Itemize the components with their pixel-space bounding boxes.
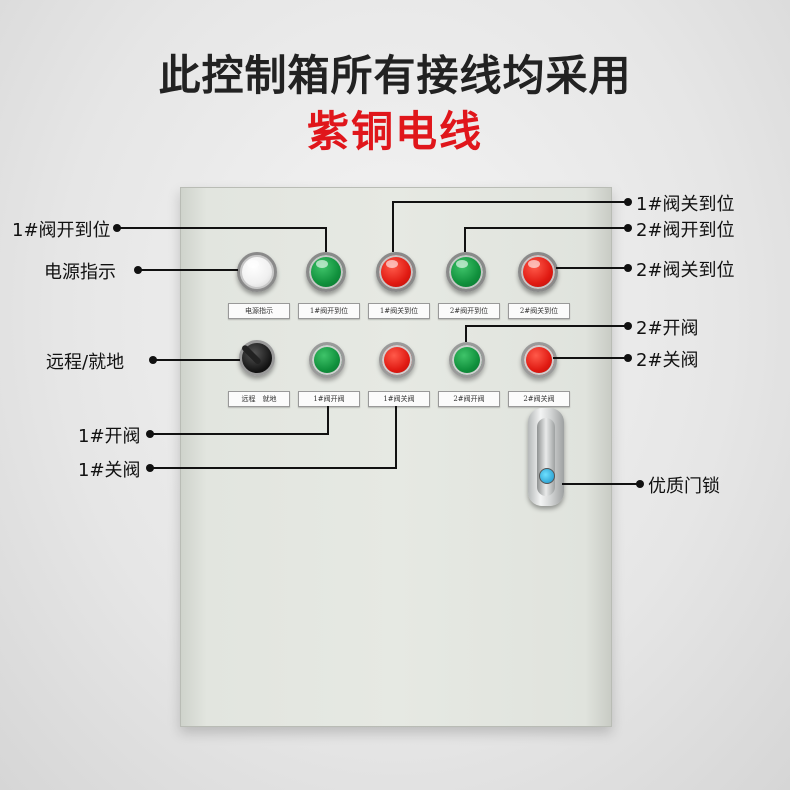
leader-valve2-open-position (464, 227, 628, 252)
leader-valve1-open-position (117, 227, 327, 252)
valve1-open-button[interactable] (309, 342, 345, 378)
valve1-close-button[interactable] (379, 342, 415, 378)
leader-dot (146, 430, 154, 438)
tag-valve2-open-position: 2#阀开到位 (438, 303, 500, 319)
leader-dot (624, 354, 632, 362)
leader-valve1-close (150, 406, 397, 469)
tag-remote-local: 远程 就地 (228, 391, 290, 407)
valve1-close-position-lamp (376, 252, 416, 292)
valve2-open-position-lamp (446, 252, 486, 292)
leader-valve1-close-position (392, 201, 628, 252)
tag-valve2-close: 2#阀关阀 (508, 391, 570, 407)
leader-dot (134, 266, 142, 274)
tag-valve2-open: 2#阀开阀 (438, 391, 500, 407)
callout-valve2-close-position: 2#阀关到位 (636, 260, 735, 281)
leader-dot (624, 198, 632, 206)
leader-dot (624, 224, 632, 232)
headline-line2: 紫铜电线 (306, 107, 483, 156)
leader-dot (636, 480, 644, 488)
callout-power: 电源指示 (44, 262, 116, 283)
lock-key-icon (539, 468, 555, 484)
callout-lock: 优质门锁 (648, 476, 720, 497)
valve2-close-position-lamp (518, 252, 558, 292)
headline-line1: 此控制箱所有接线均采用 (158, 51, 632, 100)
callout-valve2-close: 2#关阀 (636, 350, 699, 371)
leader-dot (146, 464, 154, 472)
power-indicator-lamp (237, 252, 277, 292)
leader-valve1-open (150, 406, 329, 435)
callout-valve2-open-position: 2#阀开到位 (636, 220, 735, 241)
callout-valve2-open: 2#开阀 (636, 318, 699, 339)
callout-valve1-close: 1#关阀 (78, 460, 141, 481)
remote-local-selector-switch[interactable] (239, 340, 275, 376)
tag-valve2-close-position: 2#阀关到位 (508, 303, 570, 319)
leader-valve2-open (465, 325, 628, 342)
leader-dot (624, 264, 632, 272)
leader-dot (113, 224, 121, 232)
tag-valve1-open-position: 1#阀开到位 (298, 303, 360, 319)
valve2-open-button[interactable] (449, 342, 485, 378)
door-lock-handle[interactable] (528, 408, 564, 506)
leader-dot (624, 322, 632, 330)
leader-dot (149, 356, 157, 364)
valve1-open-position-lamp (306, 252, 346, 292)
callout-valve1-close-position: 1#阀关到位 (636, 194, 735, 215)
valve2-close-button[interactable] (521, 342, 557, 378)
callout-valve1-open: 1#开阀 (78, 426, 141, 447)
callout-valve1-open-position: 1#阀开到位 (12, 220, 111, 241)
tag-valve1-close-position: 1#阀关到位 (368, 303, 430, 319)
tag-valve1-close: 1#阀关阀 (368, 391, 430, 407)
callout-remote-local: 远程/就地 (46, 352, 125, 373)
tag-power: 电源指示 (228, 303, 290, 319)
